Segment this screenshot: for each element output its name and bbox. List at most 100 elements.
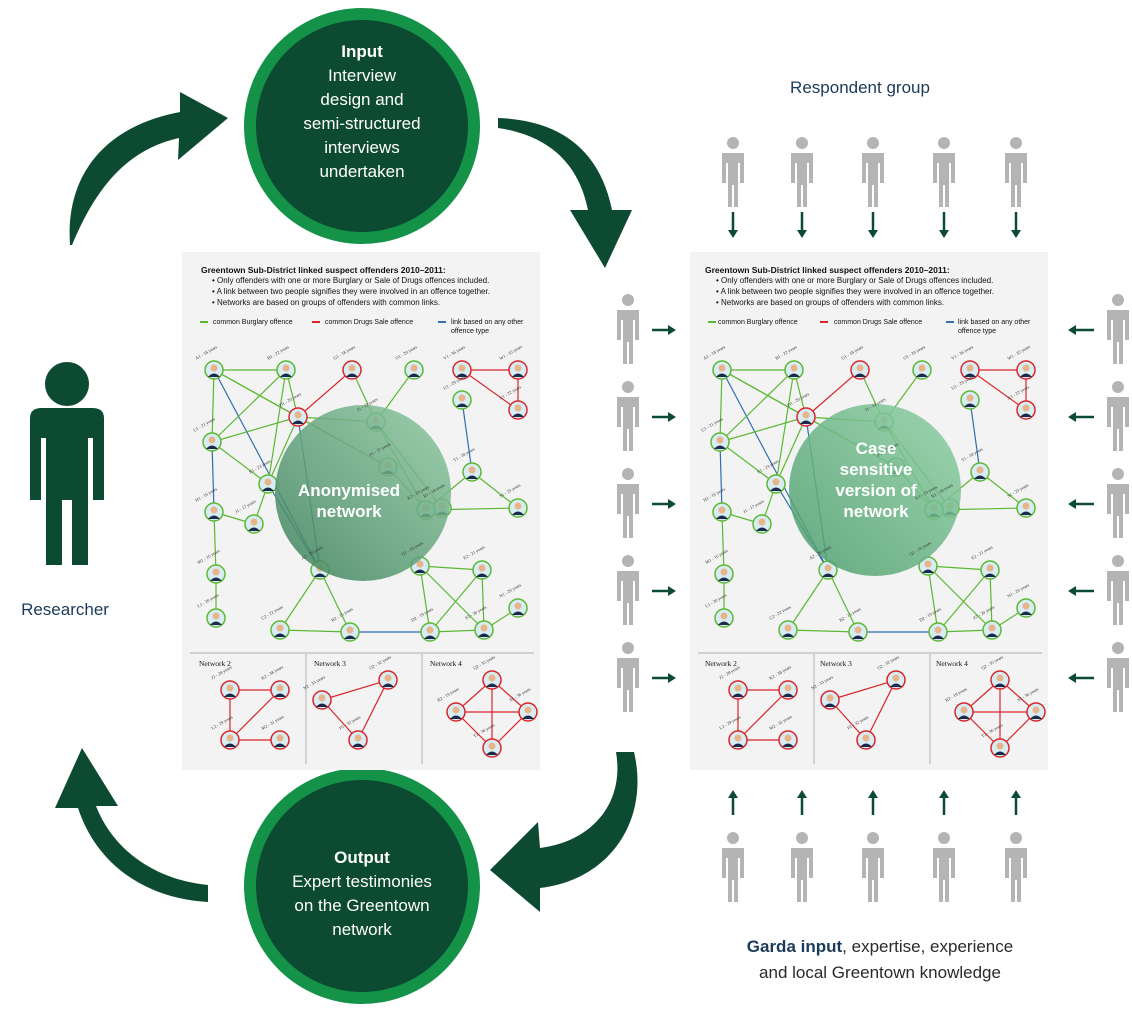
right-overlay-text: Case sensitive version of network [806,438,946,522]
left-node-11 [508,400,528,420]
left-node-8 [288,407,308,427]
left-node-4 [404,360,424,380]
right-overlay-line-2: sensitive [839,460,913,479]
right-panel-bullet-1: • Only offenders with one or more Burgla… [716,276,994,285]
arrow-right-4-icon [652,586,676,596]
arrow-right-2-icon [652,412,676,422]
left-edge-20 [461,399,473,473]
right-n3-node-3 [856,730,876,750]
left-node-3 [342,360,362,380]
left-panel-bullet-1: • Only offenders with one or more Burgla… [212,276,490,285]
right-node-5 [960,360,980,380]
arrow-left-4-icon [1068,586,1094,596]
right-edge-38 [927,565,993,631]
input-heading: Input [341,42,383,61]
left-edge-11 [211,441,215,513]
cycle-arrow-bottom-right [490,752,638,912]
right-n3-node-2 [886,670,906,690]
respondent-bottom-4-icon [933,832,955,902]
left-n4-node-2 [446,702,466,722]
output-line-1: Expert testimonies [292,872,432,891]
right-node-6 [1016,360,1036,380]
arrow-left-3-icon [1068,499,1094,509]
right-overlay-line-4: network [843,502,909,521]
left-node-14 [462,462,482,482]
left-edge-40 [481,569,485,631]
left-overlay-text: Anonymised network [274,480,424,522]
right-panel-bullet-2: • A link between two people signifies th… [716,287,994,296]
right-node-24 [714,608,734,628]
left-n4-node-1 [482,670,502,690]
right-node-25 [778,620,798,640]
right-node-27 [928,622,948,642]
respondent-bottom-2-icon [791,832,813,902]
left-n3-node-3 [348,730,368,750]
arrow-up-4-icon [939,790,949,815]
respondent-top-1-icon [722,137,744,207]
respondent-right-1-icon [1107,294,1129,364]
right-edge-37 [927,565,939,633]
input-line-2: design and [320,90,404,109]
left-legend-burglary: common Burglary offence [213,319,293,326]
left-n2-node-2 [270,680,290,700]
right-node-4 [912,360,932,380]
right-edge-33 [827,569,859,633]
arrow-down-5-icon [1011,212,1021,238]
left-edge-9 [211,416,299,443]
input-circle [244,8,480,244]
left-edge-33 [319,569,351,633]
left-n3-edge-3 [357,679,389,741]
left-edge-14 [267,416,299,485]
right-node-17 [1016,498,1036,518]
left-node-1 [204,360,224,380]
right-node-18 [714,564,734,584]
garda-input-rest: , expertise, experience [842,937,1014,956]
right-n3-edge-3 [865,679,897,741]
respondent-right-5-icon [1107,642,1129,712]
left-edge-29 [213,511,217,575]
right-n2-node-1 [728,680,748,700]
right-edge-8 [775,369,795,485]
arrow-right-3-icon [652,499,676,509]
researcher-figure-icon [30,362,104,565]
left-overlay-circle [275,405,451,581]
left-node-6 [508,360,528,380]
right-overlay-line-3: version of [835,481,917,500]
right-overlay-line-1: Case [855,439,897,458]
respondent-top-5-icon [1005,137,1027,207]
left-edge-10 [211,441,269,485]
right-legend-other-1: link based on any other [958,319,1031,326]
arrow-right-5-icon [652,673,676,683]
right-node-8 [796,407,816,427]
left-edge-38 [419,565,485,631]
right-edge-36 [927,565,991,571]
left-panel-bullet-3: • Networks are based on groups of offend… [212,298,441,307]
right-edge-9 [719,416,807,443]
left-network-3-label: Network 3 [314,659,346,668]
right-n3-edge-1 [829,679,897,701]
left-n3-node-2 [378,670,398,690]
respondent-right-2-icon [1107,381,1129,451]
left-edge-36 [419,565,483,571]
right-legend-other-2: offence type [958,328,997,335]
output-heading: Output [334,848,390,867]
right-n4-node-1 [990,670,1010,690]
arrow-up-3-icon [868,790,878,815]
left-node-17 [508,498,528,518]
left-legend-other-2: offence type [451,328,490,335]
arrow-up-2-icon [797,790,807,815]
right-node-29 [1016,598,1036,618]
right-edge-11 [719,441,723,513]
arrow-right-1-icon [652,325,676,335]
right-n4-node-4 [990,738,1010,758]
left-edge-39 [429,569,483,633]
respondent-left-5-icon [617,642,639,712]
respondent-left-1-icon [617,294,639,364]
left-edge-32 [279,569,321,631]
left-node-2 [276,360,296,380]
respondent-bottom-5-icon [1005,832,1027,902]
right-node-28 [982,620,1002,640]
left-node-15 [204,502,224,522]
right-n2-edge-3 [737,689,789,741]
